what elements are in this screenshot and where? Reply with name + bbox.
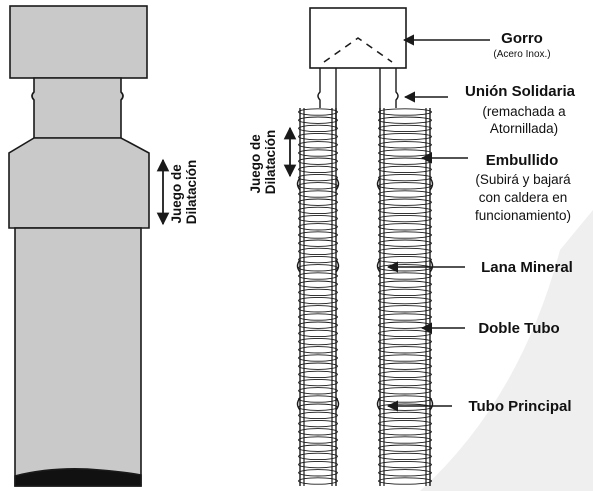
- union-sub-1: (remachada a: [482, 104, 566, 119]
- left-union: [31, 77, 124, 139]
- principal-title: Tubo Principal: [468, 398, 571, 415]
- doble-title: Doble Tubo: [478, 320, 559, 337]
- left-pipe-base: [14, 468, 142, 487]
- gorro-title: Gorro: [501, 30, 543, 47]
- left-coil-tube: [296, 108, 340, 486]
- union-sub-2: Atornillada): [490, 121, 558, 136]
- right-dilatation-label: Juego de Dilatación: [248, 130, 278, 195]
- left-cap: [9, 5, 148, 79]
- right-coil-tube: [376, 108, 434, 486]
- lana-title: Lana Mineral: [481, 259, 573, 276]
- left-dilatation-label: Juego de Dilatación: [169, 160, 199, 225]
- cap-inner-chevron: [323, 37, 393, 63]
- embullido-sub-1: (Subirá y bajará: [475, 172, 571, 187]
- right-union: [317, 68, 399, 130]
- left-sleeve: [8, 137, 150, 229]
- embullido-sub-2: con caldera en: [479, 190, 568, 205]
- watermark-arc: [420, 210, 593, 491]
- embullido-sub-3: funcionamiento): [475, 208, 571, 223]
- union-title: Unión Solidaria: [465, 83, 576, 100]
- left-main-pipe: [14, 227, 142, 487]
- gorro-sub: (Acero Inox.): [493, 49, 550, 60]
- left-chimney: [8, 5, 150, 487]
- right-cap: [309, 7, 407, 69]
- embullido-title: Embullido: [486, 152, 559, 169]
